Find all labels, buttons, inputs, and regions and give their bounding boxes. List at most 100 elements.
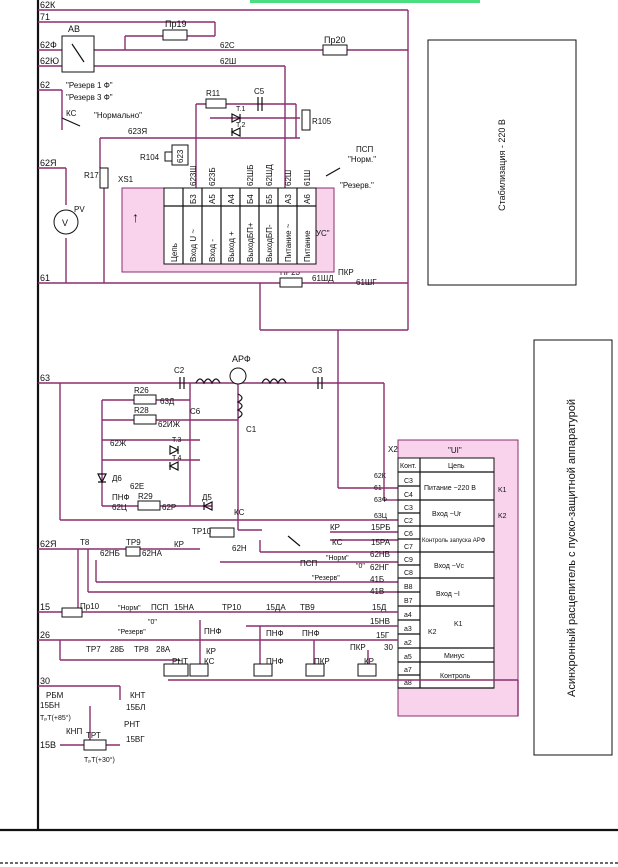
wire-62ng-label: 62НГ — [370, 563, 390, 572]
wire-62zh-label: 62Ж — [110, 439, 127, 448]
ui-k1-label: K1 — [498, 487, 507, 494]
relay-pnf-label: ПНФ — [266, 657, 284, 666]
psp-switch — [325, 167, 341, 177]
breaker-reserve1-label: "Резерв 1 Ф" — [66, 81, 113, 90]
col-wire-label: 62ШБ — [246, 165, 255, 186]
pkr-label: ПКР — [338, 268, 354, 277]
wire-62s-label: 62С — [220, 41, 235, 50]
ui-table — [397, 457, 495, 689]
wire-62sh-label: 62Ш — [220, 57, 236, 66]
wire-15g-label: 15Г — [376, 631, 390, 640]
fuse-pr23 — [279, 277, 303, 288]
breaker-switch — [71, 43, 85, 63]
ks-label: КС — [66, 109, 77, 118]
ui-cell: B7 — [404, 598, 413, 605]
middle-reserve-label: "Резерв" — [312, 575, 340, 582]
ui-row-name: Вход ~I — [436, 591, 460, 598]
bus-row-pin: А3 — [284, 194, 293, 204]
ui-wire-label: 63Ц — [374, 513, 388, 520]
pv-label: PV — [74, 205, 85, 214]
wire-62nv-label: 62НВ — [370, 550, 390, 559]
ui-a-cell: a5 — [404, 654, 412, 661]
ks2-label: КС — [332, 538, 343, 547]
voltmeter-pv — [53, 209, 79, 235]
ui-cell: C8 — [404, 570, 413, 577]
tr8-label: ТР8 — [134, 645, 149, 654]
wire-62izh-label: 62ИЖ — [158, 420, 181, 429]
bus-terminal-labels: Цепь Вход U ~ Б3 Вход - А5 Выход + А4 Вы… — [170, 194, 312, 262]
rnt2-label: РНТ — [124, 720, 140, 729]
wire-15rb-label: 15РБ — [371, 523, 390, 532]
ui-cell: B8 — [404, 584, 413, 591]
trt-label: ТРТ — [86, 731, 101, 740]
relay-pkr-label: ПКР — [314, 657, 330, 666]
xs1-label: XS1 — [118, 175, 134, 184]
wire-26-label: 26 — [40, 630, 50, 640]
r105-label: R105 — [312, 117, 332, 126]
arf-motor — [229, 367, 247, 385]
inductor-left — [195, 378, 221, 385]
t85-label: TₚT(+85°) — [40, 714, 71, 722]
ui-head-chain: Цепь — [448, 463, 465, 470]
wire-15ra-label: 15РА — [371, 538, 391, 547]
c6-label: C6 — [190, 407, 201, 416]
ui-cell: C3 — [404, 478, 413, 485]
wire-28b-label: 28Б — [110, 645, 124, 654]
bus-row-name: Вход U ~ — [189, 229, 198, 262]
wire-62ts-label: 62Ц — [112, 503, 127, 512]
bus-row-pin: А6 — [303, 194, 312, 204]
r26-label: R26 — [134, 386, 149, 395]
kr2-label: КР — [330, 523, 340, 532]
normal-label: "Нормально" — [94, 111, 142, 120]
relay-tr9 — [125, 546, 141, 557]
middle-zero-label: "0" — [356, 563, 365, 570]
wire-30-left-label: 30 — [40, 676, 50, 686]
lower-pkr2-label: ПКР — [350, 643, 366, 652]
top-green-edge — [250, 0, 480, 3]
ui-cell: C2 — [404, 518, 413, 525]
lower-ks-label: КС — [204, 657, 215, 666]
wire-61shg-label: 61ШГ — [356, 278, 377, 287]
wire-62-label: 62 — [40, 80, 50, 90]
bus-row-name: Цепь — [170, 243, 179, 262]
wire-30-label: 30 — [384, 643, 393, 652]
wire-41v-label: 41В — [370, 587, 384, 596]
ui-head-cont: Конт. — [400, 463, 416, 470]
lower-pnf-label: ПНФ — [204, 627, 222, 636]
col-wire-label: 623Ш — [189, 165, 198, 186]
lower-psp-label: ПСП — [151, 603, 169, 612]
bus-row-name: Вход - — [208, 239, 217, 262]
col-wire-label: 623Б — [208, 167, 217, 186]
ui-a-cell: a3 — [404, 626, 412, 633]
wire-15-label: 15 — [40, 602, 50, 612]
ui-cell: C4 — [404, 492, 413, 499]
stabilization-label: Стабилизация - 220 В — [497, 119, 507, 211]
ui-wire-label: 63Ф — [374, 497, 387, 504]
ui-title: "UI" — [448, 446, 462, 455]
resistor-r105 — [301, 109, 311, 131]
up-arrow-icon: ↑ — [132, 209, 139, 225]
lower-reserve-label: "Резерв" — [118, 629, 146, 636]
lower-pnf3-label: ПНФ — [302, 629, 320, 638]
wire-63-label: 63 — [40, 373, 50, 383]
breaker-box-label: Асинхронный расцепитель с пуско-защитной… — [566, 399, 578, 697]
bus-row-name: Выход + — [227, 231, 236, 262]
t8-label: Т8 — [80, 538, 90, 547]
r29-label: R29 — [138, 492, 153, 501]
resistor-r29 — [137, 500, 161, 511]
fuse-pr20 — [322, 44, 348, 56]
ks-switch — [61, 117, 81, 127]
bus-row-name: Питание ~ — [284, 223, 293, 262]
diode-d6 — [97, 473, 107, 484]
voltmeter-symbol: V — [62, 218, 68, 228]
pr10-label: Пр10 — [80, 602, 100, 611]
breaker-av-label: АВ — [68, 24, 80, 34]
x2-label: X2 — [388, 445, 398, 454]
wire-61-label: 61 — [40, 273, 50, 283]
wire-15d-label: 15Д — [372, 603, 387, 612]
wire-62k-label: 62К — [40, 0, 56, 10]
bus-row-name: Питание — [303, 230, 312, 262]
thyristor-t2 — [230, 127, 241, 137]
r11-label: R11 — [206, 89, 221, 98]
t30-label: TₚT(+30°) — [84, 756, 115, 764]
